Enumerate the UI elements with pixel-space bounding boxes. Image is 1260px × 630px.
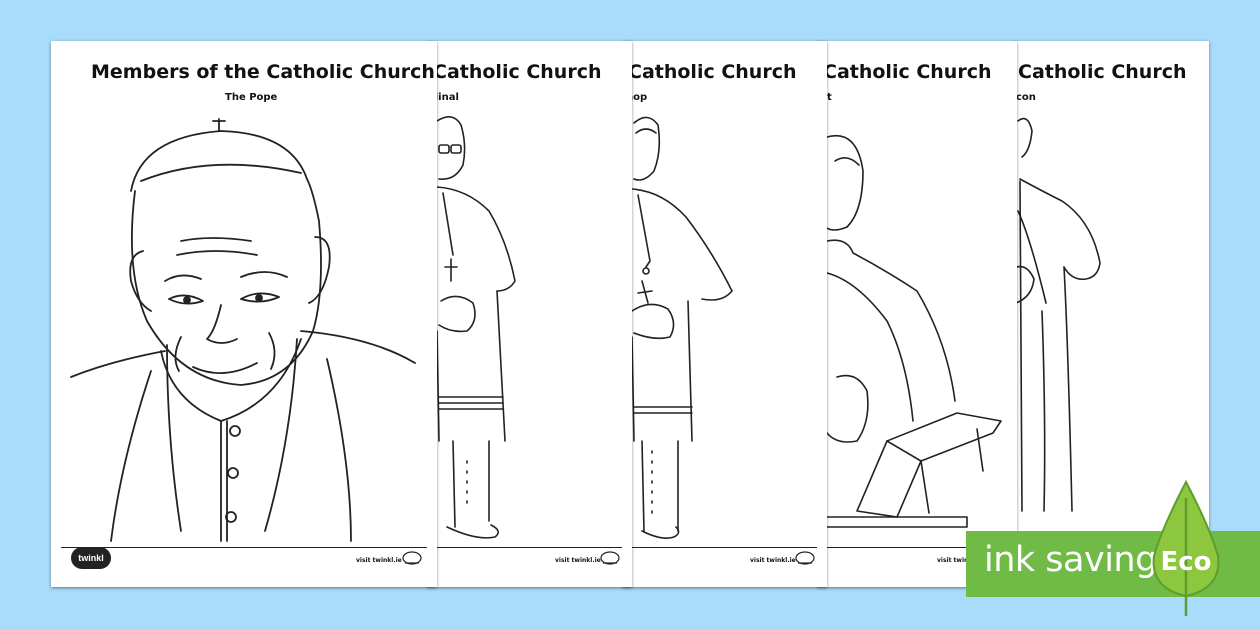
worksheet-pope: Members of the Catholic Church The Pope (51, 41, 437, 587)
sheet-subtitle: dinal (431, 92, 459, 103)
eco-label: Eco (1160, 547, 1211, 577)
quality-badge-icon (402, 551, 422, 565)
sheet-subtitle: hop (626, 92, 648, 103)
eco-leaf-drop-icon: Eco (1152, 479, 1220, 616)
footer-rule (437, 547, 622, 548)
quality-badge-icon (795, 551, 815, 565)
visit-link: visit twinkl.ie (555, 557, 601, 564)
quality-badge-icon (600, 551, 620, 565)
bishop-illustration (631, 116, 733, 539)
footer-rule (827, 547, 1007, 548)
worksheet-deacon: Catholic Church con (1012, 41, 1209, 587)
priest-illustration (824, 135, 1002, 528)
sheet-subtitle: con (1016, 92, 1036, 103)
sheet-title: Catholic Church (433, 61, 602, 83)
twinkl-logo: twinkl (71, 547, 111, 569)
deacon-illustration (1012, 117, 1101, 512)
worksheet-bishop: Catholic Church hop visit twinkl.ie (622, 41, 827, 587)
sheet-title: Catholic Church (628, 61, 797, 83)
worksheet-cardinal: Catholic Church dinal visit twinkl.ie (427, 41, 632, 587)
worksheet-priest: Catholic Church st visit twinkl.ie (817, 41, 1017, 587)
sheet-title: Catholic Church (1018, 61, 1187, 83)
sheet-title: Members of the Catholic Church (91, 61, 435, 83)
visit-link: visit twinkl.ie (937, 557, 983, 564)
pope-illustration (70, 118, 416, 542)
visit-link: visit twinkl.ie (750, 557, 796, 564)
footer-rule (61, 547, 427, 548)
ink-saving-label: ink saving (984, 540, 1157, 580)
visit-link: visit twinkl.ie (356, 557, 402, 564)
cardinal-illustration (436, 116, 516, 539)
sheet-title: Catholic Church (823, 61, 992, 83)
sheet-subtitle: The Pope (225, 92, 278, 103)
footer-rule (632, 547, 817, 548)
